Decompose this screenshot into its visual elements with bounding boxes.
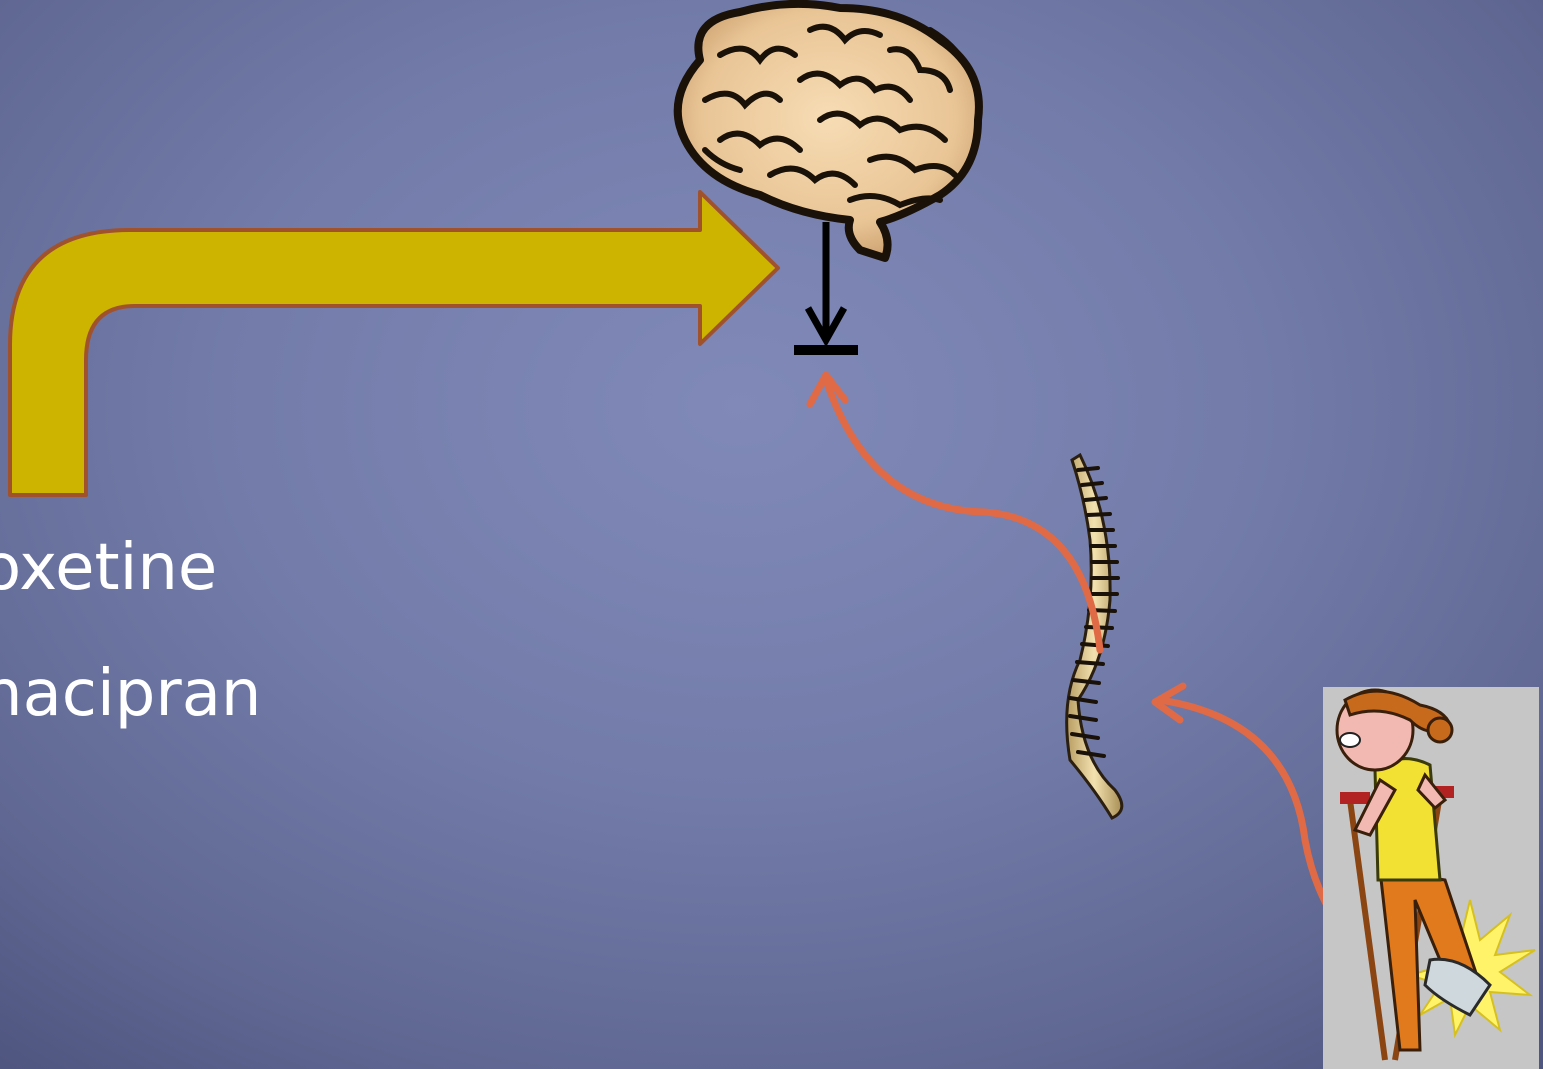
injured-person-on-crutches-icon bbox=[1323, 687, 1539, 1069]
spine-icon bbox=[1067, 455, 1122, 818]
drug-list: oxetine nacipran bbox=[0, 0, 400, 760]
spine-to-brain-arrow bbox=[826, 380, 1100, 650]
drug-label-1: oxetine bbox=[0, 536, 217, 600]
drug-label-2: nacipran bbox=[0, 662, 261, 726]
